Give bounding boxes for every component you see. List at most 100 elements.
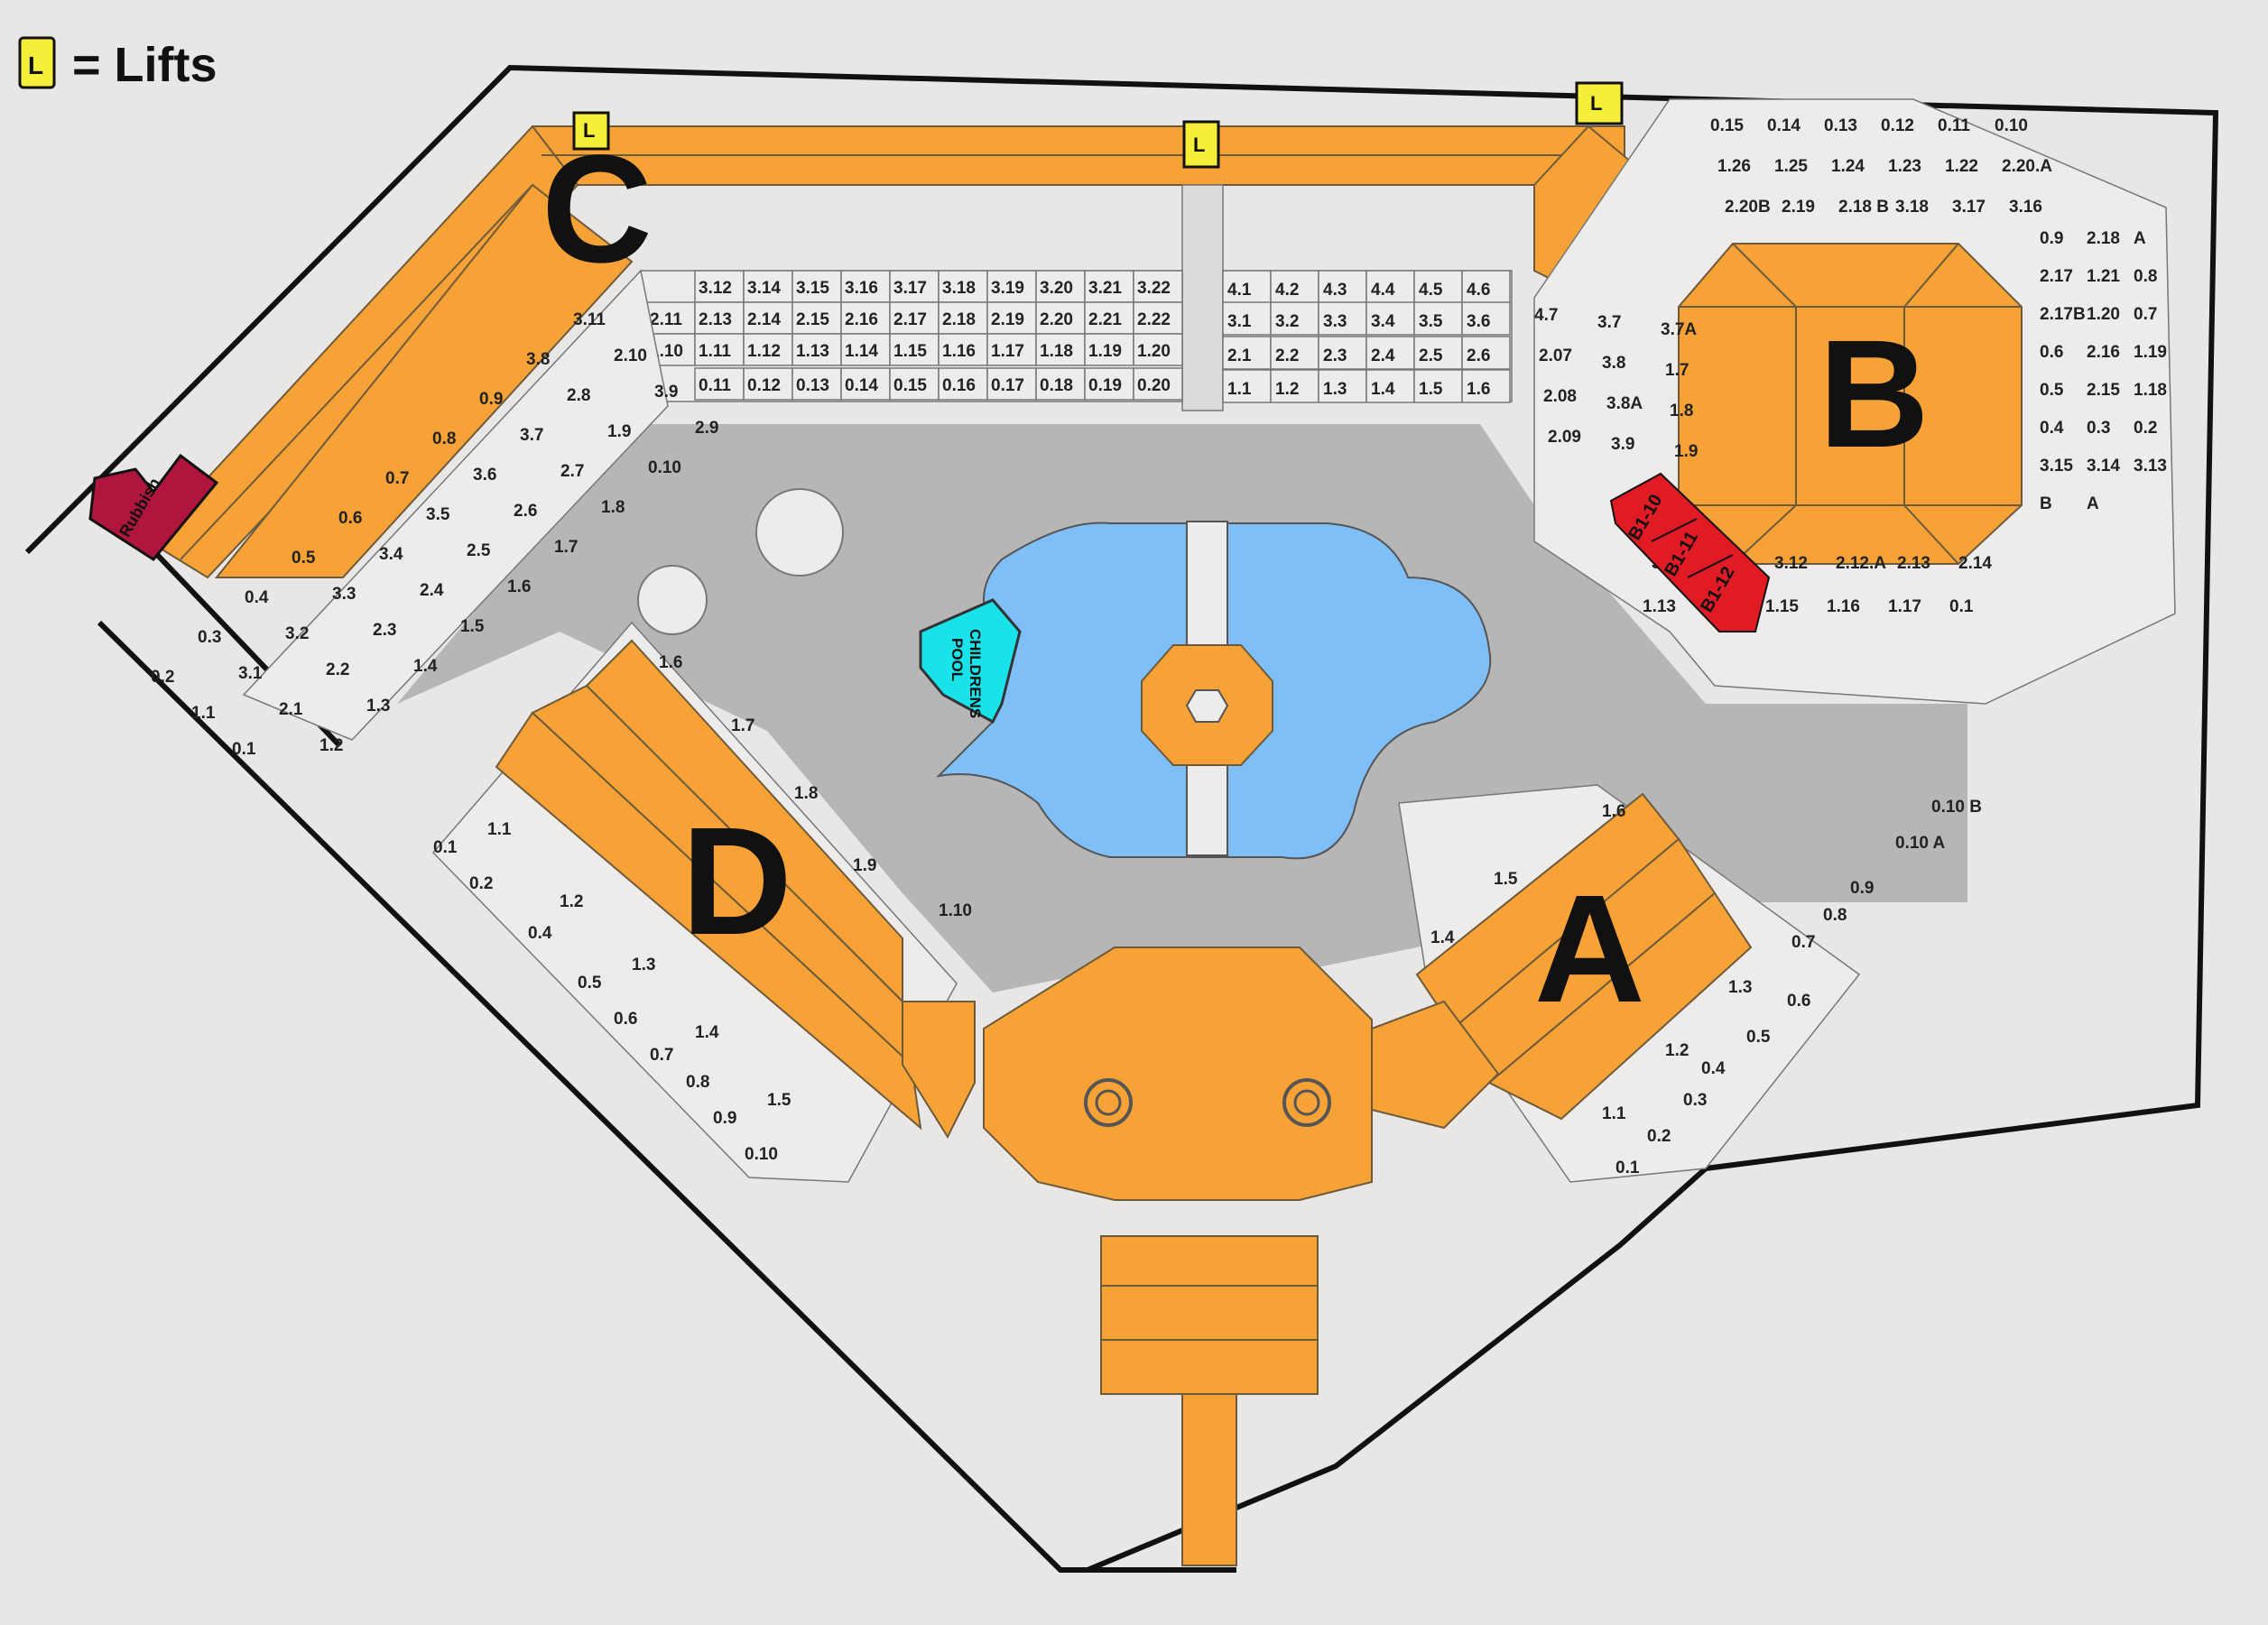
unit-label: 1.7 <box>731 716 754 735</box>
block-d-label: D <box>681 796 792 967</box>
unit-label: 1.9 <box>1674 442 1698 461</box>
unit-cell <box>1222 336 1272 370</box>
unit-label: 0.9 <box>2040 229 2063 248</box>
unit-label: 2.22 <box>1137 310 1171 329</box>
unit-label: 2.8 <box>567 386 590 405</box>
unit-label: 1.9 <box>853 856 876 875</box>
unit-label: 3.9 <box>1611 435 1634 454</box>
svg-text:L: L <box>583 119 595 142</box>
main-pool <box>936 521 1492 860</box>
unit-cell <box>694 301 745 335</box>
unit-label: 0.2 <box>2134 419 2157 438</box>
unit-label: 2.5 <box>1419 346 1443 365</box>
lift-legend-label: = Lifts <box>72 38 218 92</box>
svg-text:L: L <box>1193 134 1205 156</box>
unit-label: 1.5 <box>1419 380 1443 399</box>
unit-cell <box>694 270 745 303</box>
unit-cell <box>1365 301 1415 336</box>
lift-c-1[interactable]: L <box>572 111 610 151</box>
unit-label: 1.4 <box>1430 928 1455 947</box>
unit-label: 0.14 <box>1767 116 1801 135</box>
unit-cell <box>1318 369 1367 403</box>
unit-label: 2.17B <box>2040 305 2086 324</box>
lift-markers[interactable]: L L L <box>572 81 1624 169</box>
unit-cell <box>1222 301 1272 336</box>
unit-label: 1.16 <box>942 342 976 361</box>
unit-label: 0.15 <box>893 376 927 395</box>
unit-cell <box>889 333 940 366</box>
unit-label: 2.9 <box>695 419 718 438</box>
unit-label: 2.3 <box>373 621 396 640</box>
unit-label: 2.20B <box>1725 198 1771 217</box>
childrens-pool: CHILDRENS POOL <box>919 598 1022 725</box>
unit-label: 1.5 <box>1494 870 1518 889</box>
unit-label: 0.7 <box>385 469 409 488</box>
unit-label: 0.10 <box>648 458 681 477</box>
unit-label: 1.25 <box>1774 157 1808 176</box>
unit-label: 3.20 <box>1040 279 1073 298</box>
unit-label: 1.6 <box>1467 380 1490 399</box>
unit-label: 1.22 <box>1945 157 1978 176</box>
unit-label: 0.10 <box>1995 116 2028 135</box>
unit-cell <box>791 270 842 303</box>
block-b-label: B <box>1819 309 1930 480</box>
unit-label: 1.18 <box>1040 342 1073 361</box>
unit-cell <box>1365 369 1415 403</box>
childrens-pool-label-2: POOL <box>949 638 966 681</box>
unit-label: 3.19 <box>991 279 1024 298</box>
lift-b[interactable]: L <box>1575 81 1624 125</box>
lift-c-2[interactable]: L <box>1182 120 1220 169</box>
block-d: D 1.61.71.81.91.100.11.10.21.20.41.30.50… <box>431 621 972 1183</box>
unit-label: 0.10 A <box>1895 834 1946 853</box>
unit-label: 0.3 <box>1683 1091 1707 1110</box>
unit-label: 0.7 <box>2134 305 2157 324</box>
unit-label: 2.12.A <box>1836 554 1886 573</box>
unit-cell <box>1413 369 1463 403</box>
unit-label: 3.7A <box>1661 320 1697 339</box>
unit-label: 3.21 <box>1088 279 1122 298</box>
unit-label: 1.2 <box>319 736 343 755</box>
unit-label: 0.3 <box>198 628 221 647</box>
unit-label: 1.21 <box>2087 267 2120 286</box>
unit-label: 0.6 <box>2040 343 2063 362</box>
unit-cell <box>1461 270 1511 304</box>
unit-label: 3.11 <box>573 310 606 329</box>
unit-label: 0.5 <box>578 974 602 993</box>
svg-text:L: L <box>1590 92 1602 115</box>
block-c-roof-diag-inner <box>214 183 634 578</box>
unit-label: 3.3 <box>1323 312 1347 331</box>
block-c-label: C <box>542 124 653 295</box>
unit-label: 1.20 <box>1137 342 1171 361</box>
unit-label: 3.7 <box>520 426 543 445</box>
unit-label: 1.17 <box>1888 597 1921 616</box>
unit-label: 3.2 <box>1275 312 1299 331</box>
unit-cell <box>1270 301 1319 336</box>
unit-label: 2.21 <box>1088 310 1122 329</box>
unit-label: 0.8 <box>1823 906 1847 925</box>
unit-label: 2.14 <box>1958 554 1992 573</box>
unit-label: 0.13 <box>796 376 829 395</box>
unit-cell <box>1035 367 1086 401</box>
unit-label: 2.4 <box>420 581 444 600</box>
unit-label: 1.16 <box>1827 597 1860 616</box>
unit-label: 1.3 <box>1728 978 1752 997</box>
unit-label: 0.4 <box>528 924 552 943</box>
unit-label: 3.7 <box>1597 313 1621 332</box>
block-a-label: A <box>1534 863 1645 1035</box>
unit-label: 1.17 <box>991 342 1024 361</box>
unit-label: 3.17 <box>893 279 927 298</box>
unit-label: 2.19 <box>1782 198 1815 217</box>
unit-label: 0.8 <box>686 1073 709 1092</box>
unit-cell <box>1084 333 1134 366</box>
unit-label: 2.13 <box>699 310 732 329</box>
unit-label: 3.12 <box>1774 554 1808 573</box>
entrance-walkway <box>1181 1393 1237 1566</box>
unit-label: 1.1 <box>487 820 512 839</box>
unit-label: 1.4 <box>695 1023 719 1042</box>
unit-label: 1.13 <box>1643 597 1676 616</box>
unit-label: 1.1 <box>1227 380 1252 399</box>
unit-label: 1.2 <box>1665 1041 1689 1060</box>
unit-cell <box>1084 270 1134 303</box>
